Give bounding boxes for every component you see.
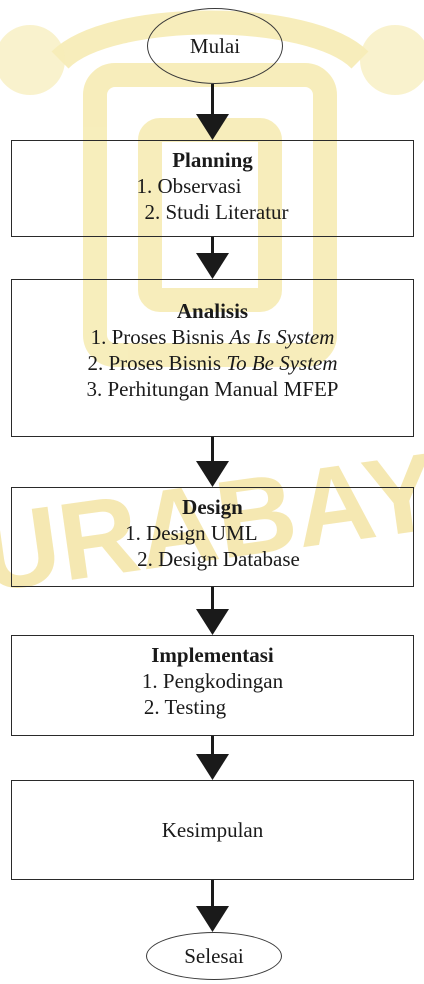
analisis-item: 3. Perhitungan Manual MFEP <box>86 377 339 401</box>
implementasi-box: Implementasi 1. Pengkodingan 2. Testing <box>11 635 414 736</box>
arrow-down-icon <box>196 437 229 487</box>
end-node: Selesai <box>146 932 282 980</box>
implementasi-list: 1. Pengkodingan 2. Testing <box>142 668 283 720</box>
planning-list: 1. Observasi 2. Studi Literatur <box>136 173 288 225</box>
design-box: Design 1. Design UML 2. Design Database <box>11 487 414 587</box>
design-item: 1. Design UML <box>125 521 258 545</box>
planning-item: 1. Observasi <box>136 174 242 198</box>
planning-title: Planning <box>172 148 253 172</box>
analisis-title: Analisis <box>176 299 249 323</box>
implementasi-item: 1. Pengkodingan <box>141 669 284 693</box>
planning-box: Planning 1. Observasi 2. Studi Literatur <box>11 140 414 237</box>
arrow-down-icon <box>196 880 229 932</box>
implementasi-title: Implementasi <box>151 643 274 667</box>
analisis-item: 1. Proses Bisnis As Is System <box>90 325 335 349</box>
implementasi-item: 2. Testing <box>143 695 227 719</box>
end-label: Selesai <box>184 944 244 968</box>
arrow-down-icon <box>196 736 229 780</box>
analisis-item: 2. Proses Bisnis To Be System <box>87 351 338 375</box>
start-node: Mulai <box>147 8 283 84</box>
arrow-down-icon <box>196 237 229 279</box>
arrow-down-icon <box>196 84 229 140</box>
kesimpulan-label: Kesimpulan <box>161 818 264 842</box>
design-list: 1. Design UML 2. Design Database <box>125 520 300 572</box>
arrow-down-icon <box>196 587 229 635</box>
analisis-box: Analisis 1. Proses Bisnis As Is System 2… <box>11 279 414 437</box>
design-title: Design <box>182 495 243 519</box>
kesimpulan-box: Kesimpulan <box>11 780 414 880</box>
start-label: Mulai <box>189 34 241 58</box>
planning-item: 2. Studi Literatur <box>144 200 289 224</box>
design-item: 2. Design Database <box>137 547 300 571</box>
